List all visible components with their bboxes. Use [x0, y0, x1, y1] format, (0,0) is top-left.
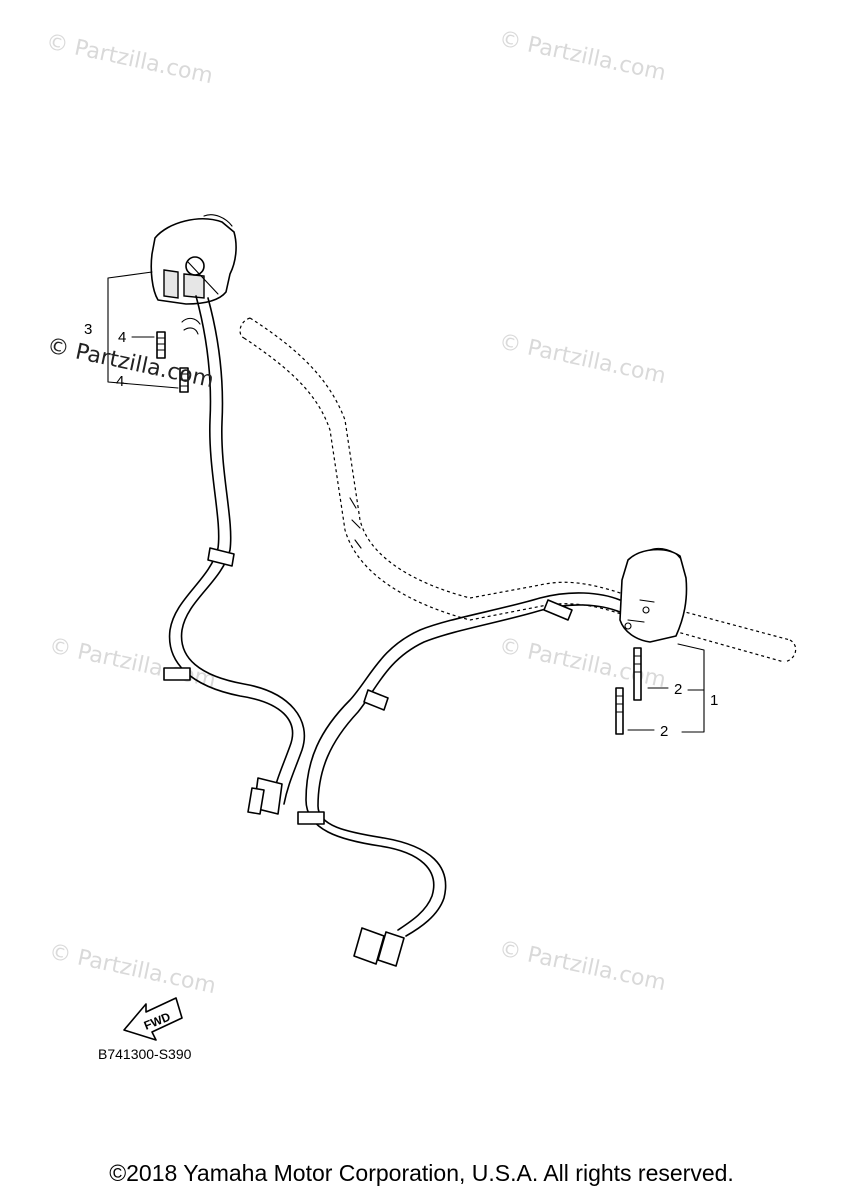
right-handlebar-switch: [619, 547, 688, 643]
screw: [615, 687, 624, 735]
copyright-notice: ©2018 Yamaha Motor Corporation, U.S.A. A…: [109, 1160, 734, 1186]
left-handlebar-switch: [150, 214, 237, 305]
callout-number: 1: [710, 692, 718, 709]
callout-number: 3: [84, 321, 92, 338]
watermark: © Partzilla.com: [47, 939, 218, 999]
right-wire-harness: [297, 592, 621, 967]
callout-number: 4: [118, 329, 126, 346]
callout-number: 4: [116, 373, 124, 390]
left-wire-harness: [163, 295, 306, 815]
screw: [633, 647, 642, 701]
watermark: © Partzilla.com: [497, 329, 668, 389]
callout-leaders: [107, 271, 705, 733]
diagram-code: B741300-S390: [98, 1046, 192, 1062]
fwd-arrow-icon: FWD: [123, 997, 183, 1041]
screw: [156, 331, 166, 359]
callout-number: 2: [660, 723, 668, 740]
callout-number: 2: [674, 681, 682, 698]
watermark: © Partzilla.com: [497, 936, 668, 996]
handlebar: [239, 317, 797, 663]
watermark: © Partzilla.com: [497, 633, 668, 693]
screw: [179, 367, 189, 393]
watermark: © Partzilla.com: [497, 26, 668, 86]
watermark: © Partzilla.com: [44, 29, 215, 89]
